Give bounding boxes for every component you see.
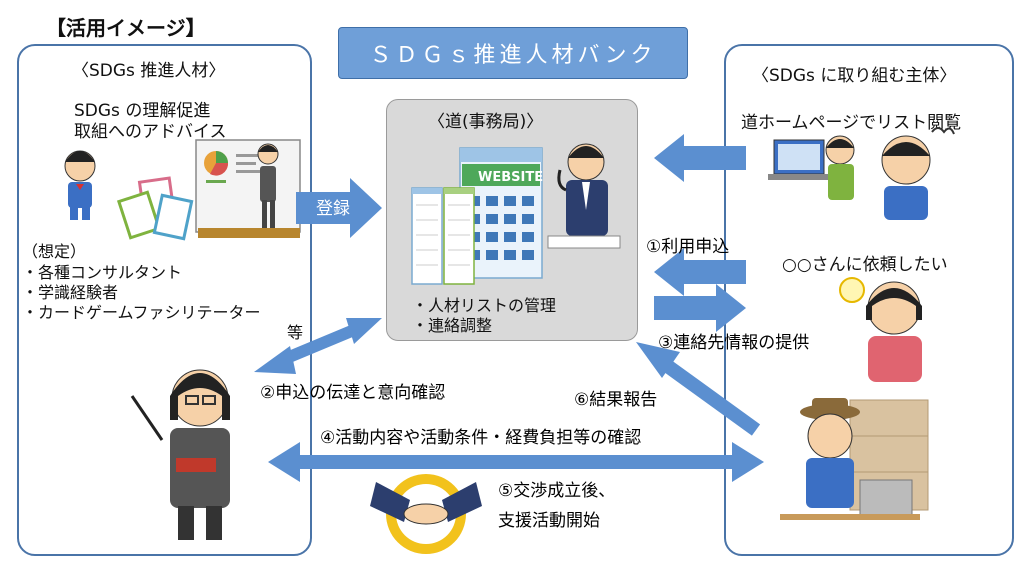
- website-label: WEBSITE: [478, 170, 543, 185]
- step5-label-line1: ⑤交渉成立後、: [498, 481, 615, 501]
- secretariat-duty-contact: ・連絡調整: [412, 316, 493, 335]
- teacher-icon: [130, 369, 230, 540]
- step1-label: ①利用申込: [646, 237, 729, 257]
- secretariat-title: 〈道(事務局)〉: [428, 112, 544, 132]
- cards-icon: [116, 176, 194, 241]
- assumed-item-consultant: ・各種コンサルタント: [22, 263, 183, 282]
- presentation-board-icon: [195, 139, 301, 238]
- list-sheets-icon: [411, 187, 475, 285]
- step2-label: ②申込の伝達と意向確認: [260, 383, 445, 403]
- left-panel: [17, 44, 312, 556]
- step2-arrow: [254, 318, 382, 374]
- step3-label: ③連絡先情報の提供: [658, 333, 809, 353]
- browse-arrow: [654, 134, 746, 182]
- farmer-laptop-icon: [780, 398, 929, 520]
- step5-label-line2: 支援活動開始: [498, 511, 600, 531]
- request-text: ○○さんに依頼したい: [782, 255, 948, 275]
- secretariat-duty-list: ・人材リストの管理: [412, 296, 557, 315]
- boy-icon: [64, 150, 96, 220]
- thinking-person-icon: [881, 127, 955, 220]
- assumed-suffix: 等: [287, 323, 304, 342]
- person-laptop-icon: [768, 135, 855, 200]
- apply-arrow: [654, 248, 746, 296]
- register-arrow: [296, 178, 382, 238]
- handshake-icon: [370, 474, 482, 554]
- step4-label: ④活動内容や活動条件・経費負担等の確認: [320, 428, 641, 448]
- register-label: 登録: [316, 199, 350, 219]
- browse-list-text: 道ホームページでリスト閲覧: [741, 113, 962, 133]
- right-panel-title: 〈SDGs に取り組む主体〉: [752, 66, 957, 86]
- step6-arrow: [636, 342, 761, 436]
- contact-info-arrow: [654, 284, 746, 332]
- left-panel-title: 〈SDGs 推進人材〉: [72, 61, 226, 81]
- left-role-line1: SDGs の理解促進: [74, 101, 211, 121]
- step6-label: ⑥結果報告: [574, 390, 657, 410]
- presenter-person-icon: [257, 143, 279, 228]
- assumed-item-academic: ・学識経験者: [22, 283, 119, 302]
- officer-phone-icon: [547, 143, 621, 249]
- step4-arrow: [268, 442, 764, 482]
- assumed-item-facilitator: ・カードゲームファシリテーター: [22, 303, 261, 322]
- assumed-title: （想定）: [22, 242, 87, 261]
- woman-idea-icon: [839, 277, 922, 382]
- banner-title: ＳＤＧｓ推進人材バンク: [338, 27, 688, 79]
- left-role-line2: 取組へのアドバイス: [74, 122, 227, 142]
- page-label: 【活用イメージ】: [46, 16, 206, 40]
